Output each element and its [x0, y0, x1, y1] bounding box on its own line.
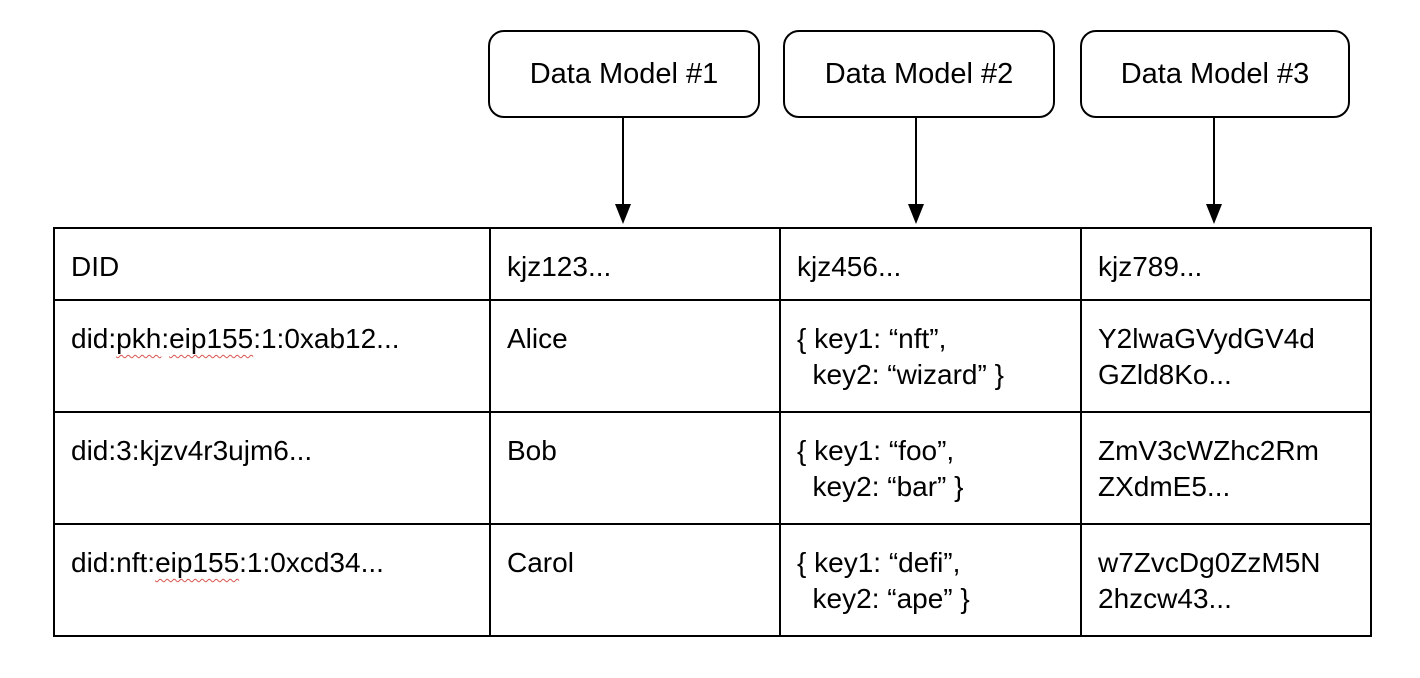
- table-row: did:pkh:eip155:1:0xab12... Alice { key1:…: [53, 299, 1372, 413]
- did-cell: did:nft:eip155:1:0xcd34...: [53, 523, 491, 637]
- arrow-2-head: [908, 204, 924, 224]
- header-cell-model-2: kjz456...: [779, 227, 1082, 301]
- encoded-cell: Y2lwaGVydGV4d GZld8Ko...: [1080, 299, 1372, 413]
- json-line-2: key2: “bar” }: [797, 471, 964, 502]
- json-line-1: { key1: “defi”,: [797, 547, 961, 578]
- did-prefix: did:nft:: [71, 547, 156, 578]
- table-header-row: DID kjz123... kjz456... kjz789...: [53, 227, 1372, 301]
- name-cell: Alice: [489, 299, 781, 413]
- did-chain: eip155: [155, 547, 240, 578]
- encoded-line-1: ZmV3cWZhc2Rm: [1098, 435, 1319, 466]
- encoded-line-2: ZXdmE5...: [1098, 471, 1231, 502]
- encoded-cell: ZmV3cWZhc2Rm ZXdmE5...: [1080, 411, 1372, 525]
- json-line-2: key2: “ape” }: [797, 583, 970, 614]
- data-model-2-label: Data Model #2: [824, 57, 1014, 90]
- json-line-2: key2: “wizard” }: [797, 359, 1004, 390]
- encoded-line-1: Y2lwaGVydGV4d: [1098, 323, 1315, 354]
- json-line-1: { key1: “nft”,: [797, 323, 947, 354]
- arrow-3-head: [1206, 204, 1222, 224]
- json-line-1: { key1: “foo”,: [797, 435, 955, 466]
- did-chain: eip155: [169, 323, 254, 354]
- did-cell: did:pkh:eip155:1:0xab12...: [53, 299, 491, 413]
- arrow-3-line: [1213, 118, 1215, 206]
- did-data-table: DID kjz123... kjz456... kjz789... did:pk…: [53, 227, 1372, 637]
- header-cell-did: DID: [53, 227, 491, 301]
- table-row: did:nft:eip155:1:0xcd34... Carol { key1:…: [53, 523, 1372, 637]
- arrow-2-line: [915, 118, 917, 206]
- did-separator: :: [161, 323, 170, 354]
- json-cell: { key1: “nft”, key2: “wizard” }: [779, 299, 1082, 413]
- data-model-1-box: Data Model #1: [488, 30, 760, 118]
- arrow-1-head: [615, 204, 631, 224]
- did-method: pkh: [116, 323, 162, 354]
- json-cell: { key1: “foo”, key2: “bar” }: [779, 411, 1082, 525]
- encoded-line-1: w7ZvcDg0ZzM5N: [1098, 547, 1321, 578]
- name-cell: Carol: [489, 523, 781, 637]
- encoded-line-2: GZld8Ko...: [1098, 359, 1232, 390]
- header-cell-model-1: kjz123...: [489, 227, 781, 301]
- arrow-1-line: [622, 118, 624, 206]
- table-row: did:3:kjzv4r3ujm6... Bob { key1: “foo”, …: [53, 411, 1372, 525]
- data-model-1-label: Data Model #1: [529, 57, 719, 90]
- json-cell: { key1: “defi”, key2: “ape” }: [779, 523, 1082, 637]
- header-cell-model-3: kjz789...: [1080, 227, 1372, 301]
- did-prefix: did:: [71, 323, 117, 354]
- did-rest: :1:0xab12...: [253, 323, 400, 354]
- data-model-3-box: Data Model #3: [1080, 30, 1350, 118]
- did-rest: :1:0xcd34...: [239, 547, 384, 578]
- encoded-line-2: 2hzcw43...: [1098, 583, 1232, 614]
- did-cell: did:3:kjzv4r3ujm6...: [53, 411, 491, 525]
- data-model-2-box: Data Model #2: [783, 30, 1055, 118]
- data-model-3-label: Data Model #3: [1120, 57, 1310, 90]
- encoded-cell: w7ZvcDg0ZzM5N 2hzcw43...: [1080, 523, 1372, 637]
- name-cell: Bob: [489, 411, 781, 525]
